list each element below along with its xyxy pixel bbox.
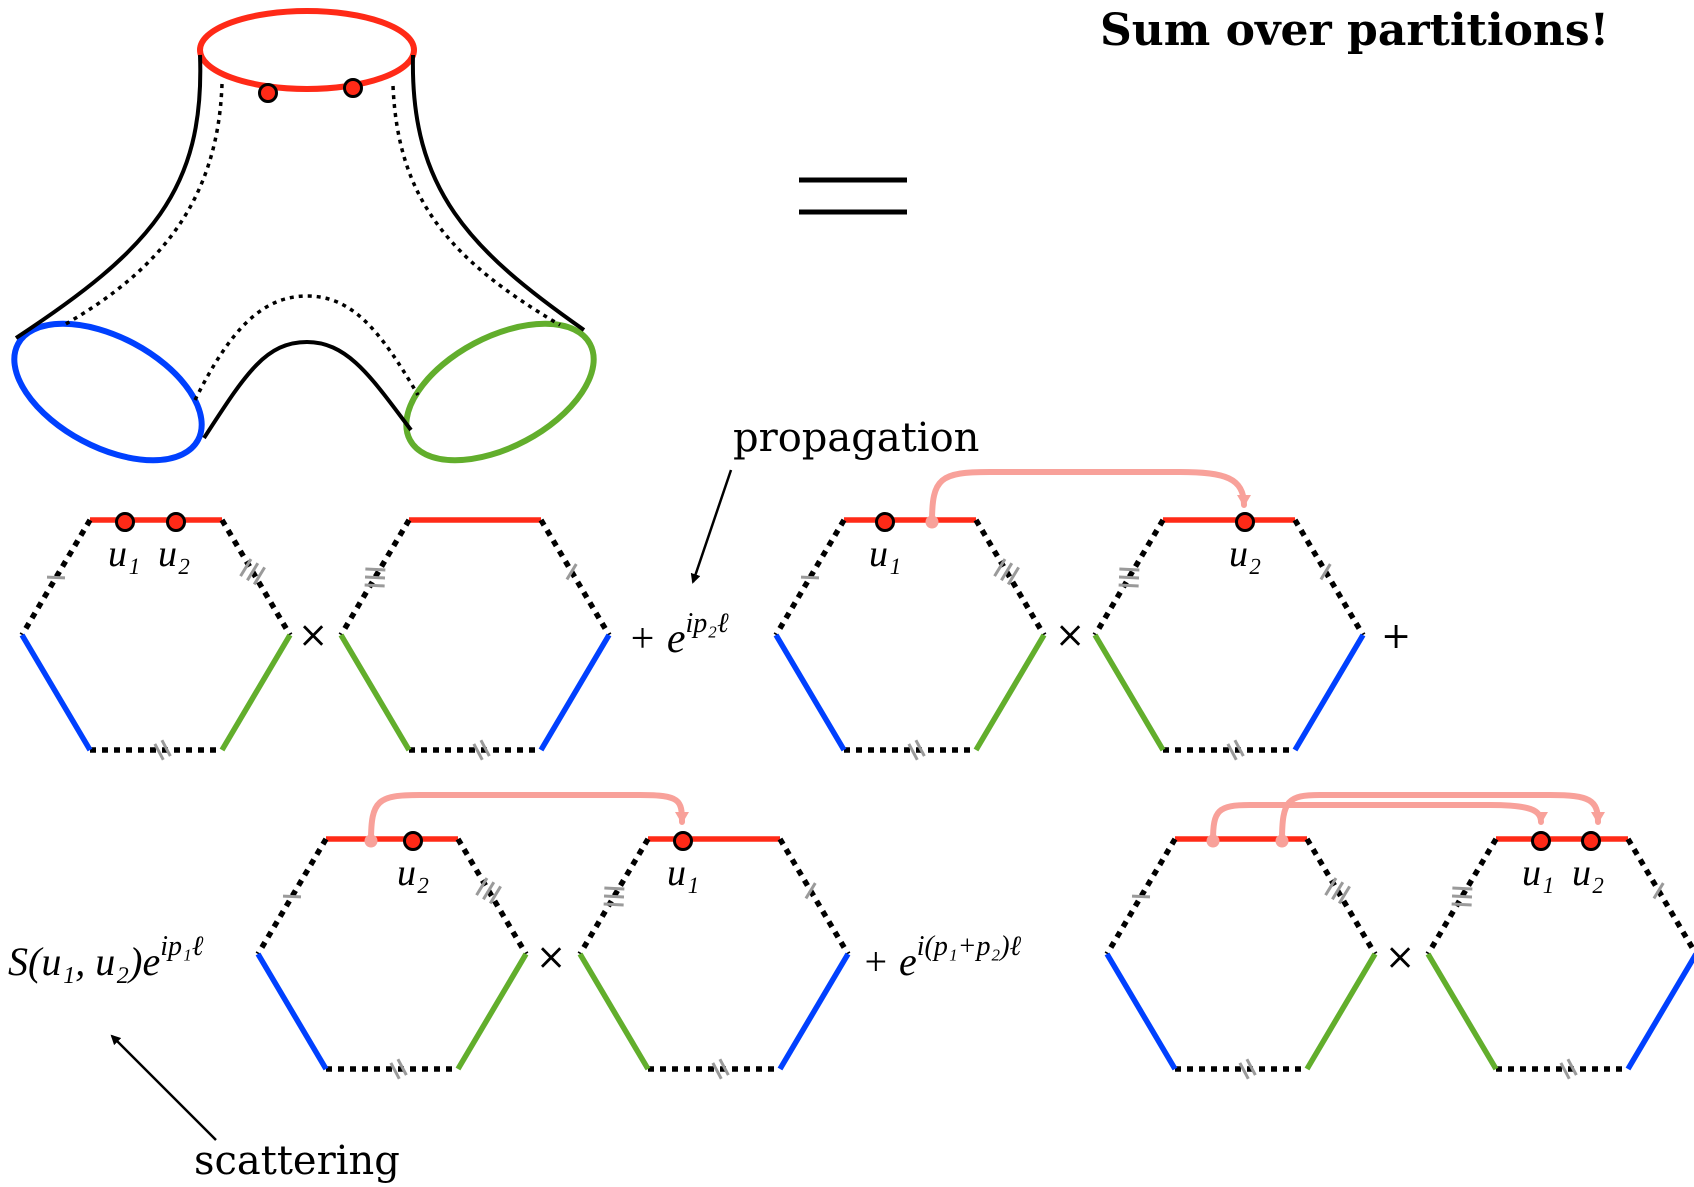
mirror-edge-left (1104, 837, 1178, 956)
mirror-edge-right (538, 518, 612, 637)
diagram-title: Sum over partitions! (1100, 5, 1609, 56)
times-symbol: × (298, 615, 328, 656)
mirror-edge-right (1304, 837, 1378, 956)
physical-edge-bottom-right (455, 952, 529, 1071)
mirror-edge-right (455, 837, 529, 956)
rapidity-label: u₁ (667, 852, 699, 894)
top-boundary-circle (197, 8, 417, 92)
physical-edge-bottom-right (538, 633, 612, 752)
physical-edge-bottom-right (1625, 952, 1694, 1071)
mirror-edge-left (773, 518, 847, 637)
operator-origin-point (364, 834, 378, 848)
mirror-edge-left (1092, 518, 1166, 637)
mirror-edge-left (255, 837, 329, 956)
propagation-arrow-pink (1210, 802, 1548, 844)
physical-edge-bottom-right (777, 952, 851, 1071)
gluing-mark (1450, 886, 1474, 907)
operator-point (1235, 512, 1255, 532)
mirror-edge-right (777, 837, 851, 956)
operator-point (166, 512, 186, 532)
operator-point (673, 831, 693, 851)
operator-point (258, 83, 278, 103)
operator-point (875, 512, 895, 532)
gluing-mark (799, 575, 821, 580)
physical-edge-bottom-right (1304, 952, 1378, 1071)
operator-origin-point (1206, 834, 1220, 848)
propagation-arrow-pink (929, 469, 1251, 525)
physical-edge-bottom-left (19, 633, 93, 752)
left-outer-edge (14, 54, 203, 340)
hexagon-terms: u₁ u₂ u₁ u₂ u₂ u₁ u₁ u₂ (19, 469, 1694, 1081)
rapidity-label: u₂ (158, 533, 190, 575)
physical-edge-bottom-right (973, 633, 1047, 752)
propagation-arrow (690, 469, 733, 584)
physical-edge-bottom-left (577, 952, 651, 1071)
rapidity-label: u₁ (1522, 852, 1554, 894)
physical-edge-bottom-left (255, 952, 329, 1071)
gluing-mark (1130, 894, 1152, 899)
rapidity-label: u₂ (1572, 852, 1604, 894)
left-hidden-seam (63, 83, 224, 327)
double-propagation-factor: + ei(p₁+p₂)ℓ (862, 931, 1022, 984)
gluing-mark (281, 894, 303, 899)
operator-point (343, 78, 363, 98)
equals-sign (799, 177, 907, 215)
physical-edge-bottom-left (1425, 952, 1499, 1071)
physical-edge-bottom-left (1104, 952, 1178, 1071)
right-boundary-circle (403, 320, 597, 464)
crotch-hidden-seam (193, 294, 420, 401)
scattering-arrow (110, 1034, 217, 1141)
rapidity-label: u₂ (397, 852, 429, 894)
physical-edge-bottom-right (1292, 633, 1366, 752)
gluing-mark (1117, 567, 1141, 588)
physical-edge-bottom-left (1092, 633, 1166, 752)
times-symbol: × (536, 937, 566, 978)
mirror-edge-right (219, 518, 293, 637)
physical-edge-bottom-left (338, 633, 412, 752)
propagation-arrow-pink (368, 792, 689, 844)
inner-crotch-edge (202, 339, 413, 440)
right-outer-edge (410, 54, 586, 332)
operator-point (1581, 831, 1601, 851)
gluing-mark (602, 886, 626, 907)
scattering-label: scattering (194, 1138, 400, 1184)
propagation-factor: + eip₂ℓ (628, 608, 729, 662)
times-symbol: × (1055, 615, 1085, 656)
operator-point (1531, 831, 1551, 851)
operator-origin-point (1275, 834, 1289, 848)
mirror-edge-left (19, 518, 93, 637)
physical-edge-bottom-right (219, 633, 293, 752)
mirror-edge-right (973, 518, 1047, 637)
rapidity-label: u₂ (1229, 533, 1261, 575)
mirror-edge-right (1625, 837, 1694, 956)
mirror-edge-left (577, 837, 651, 956)
right-hidden-seam (391, 85, 561, 327)
plus-symbol: + (1381, 616, 1411, 657)
rapidity-label: u₁ (869, 533, 901, 575)
gluing-mark (363, 567, 387, 588)
left-boundary-circle (11, 320, 205, 464)
mirror-edge-left (1425, 837, 1499, 956)
operator-point (403, 831, 423, 851)
operator-origin-point (925, 515, 939, 529)
propagation-arrow-pink (1279, 792, 1605, 844)
pair-of-pants (11, 8, 597, 464)
physical-edge-bottom-left (773, 633, 847, 752)
times-symbol: × (1385, 937, 1415, 978)
operator-point (115, 512, 135, 532)
mirror-edge-right (1292, 518, 1366, 637)
propagation-label: propagation (733, 415, 979, 461)
mirror-edge-left (338, 518, 412, 637)
scattering-factor: S(u₁, u₂)eip₁ℓ (8, 931, 204, 984)
rapidity-label: u₁ (108, 533, 140, 575)
gluing-mark (45, 575, 67, 580)
